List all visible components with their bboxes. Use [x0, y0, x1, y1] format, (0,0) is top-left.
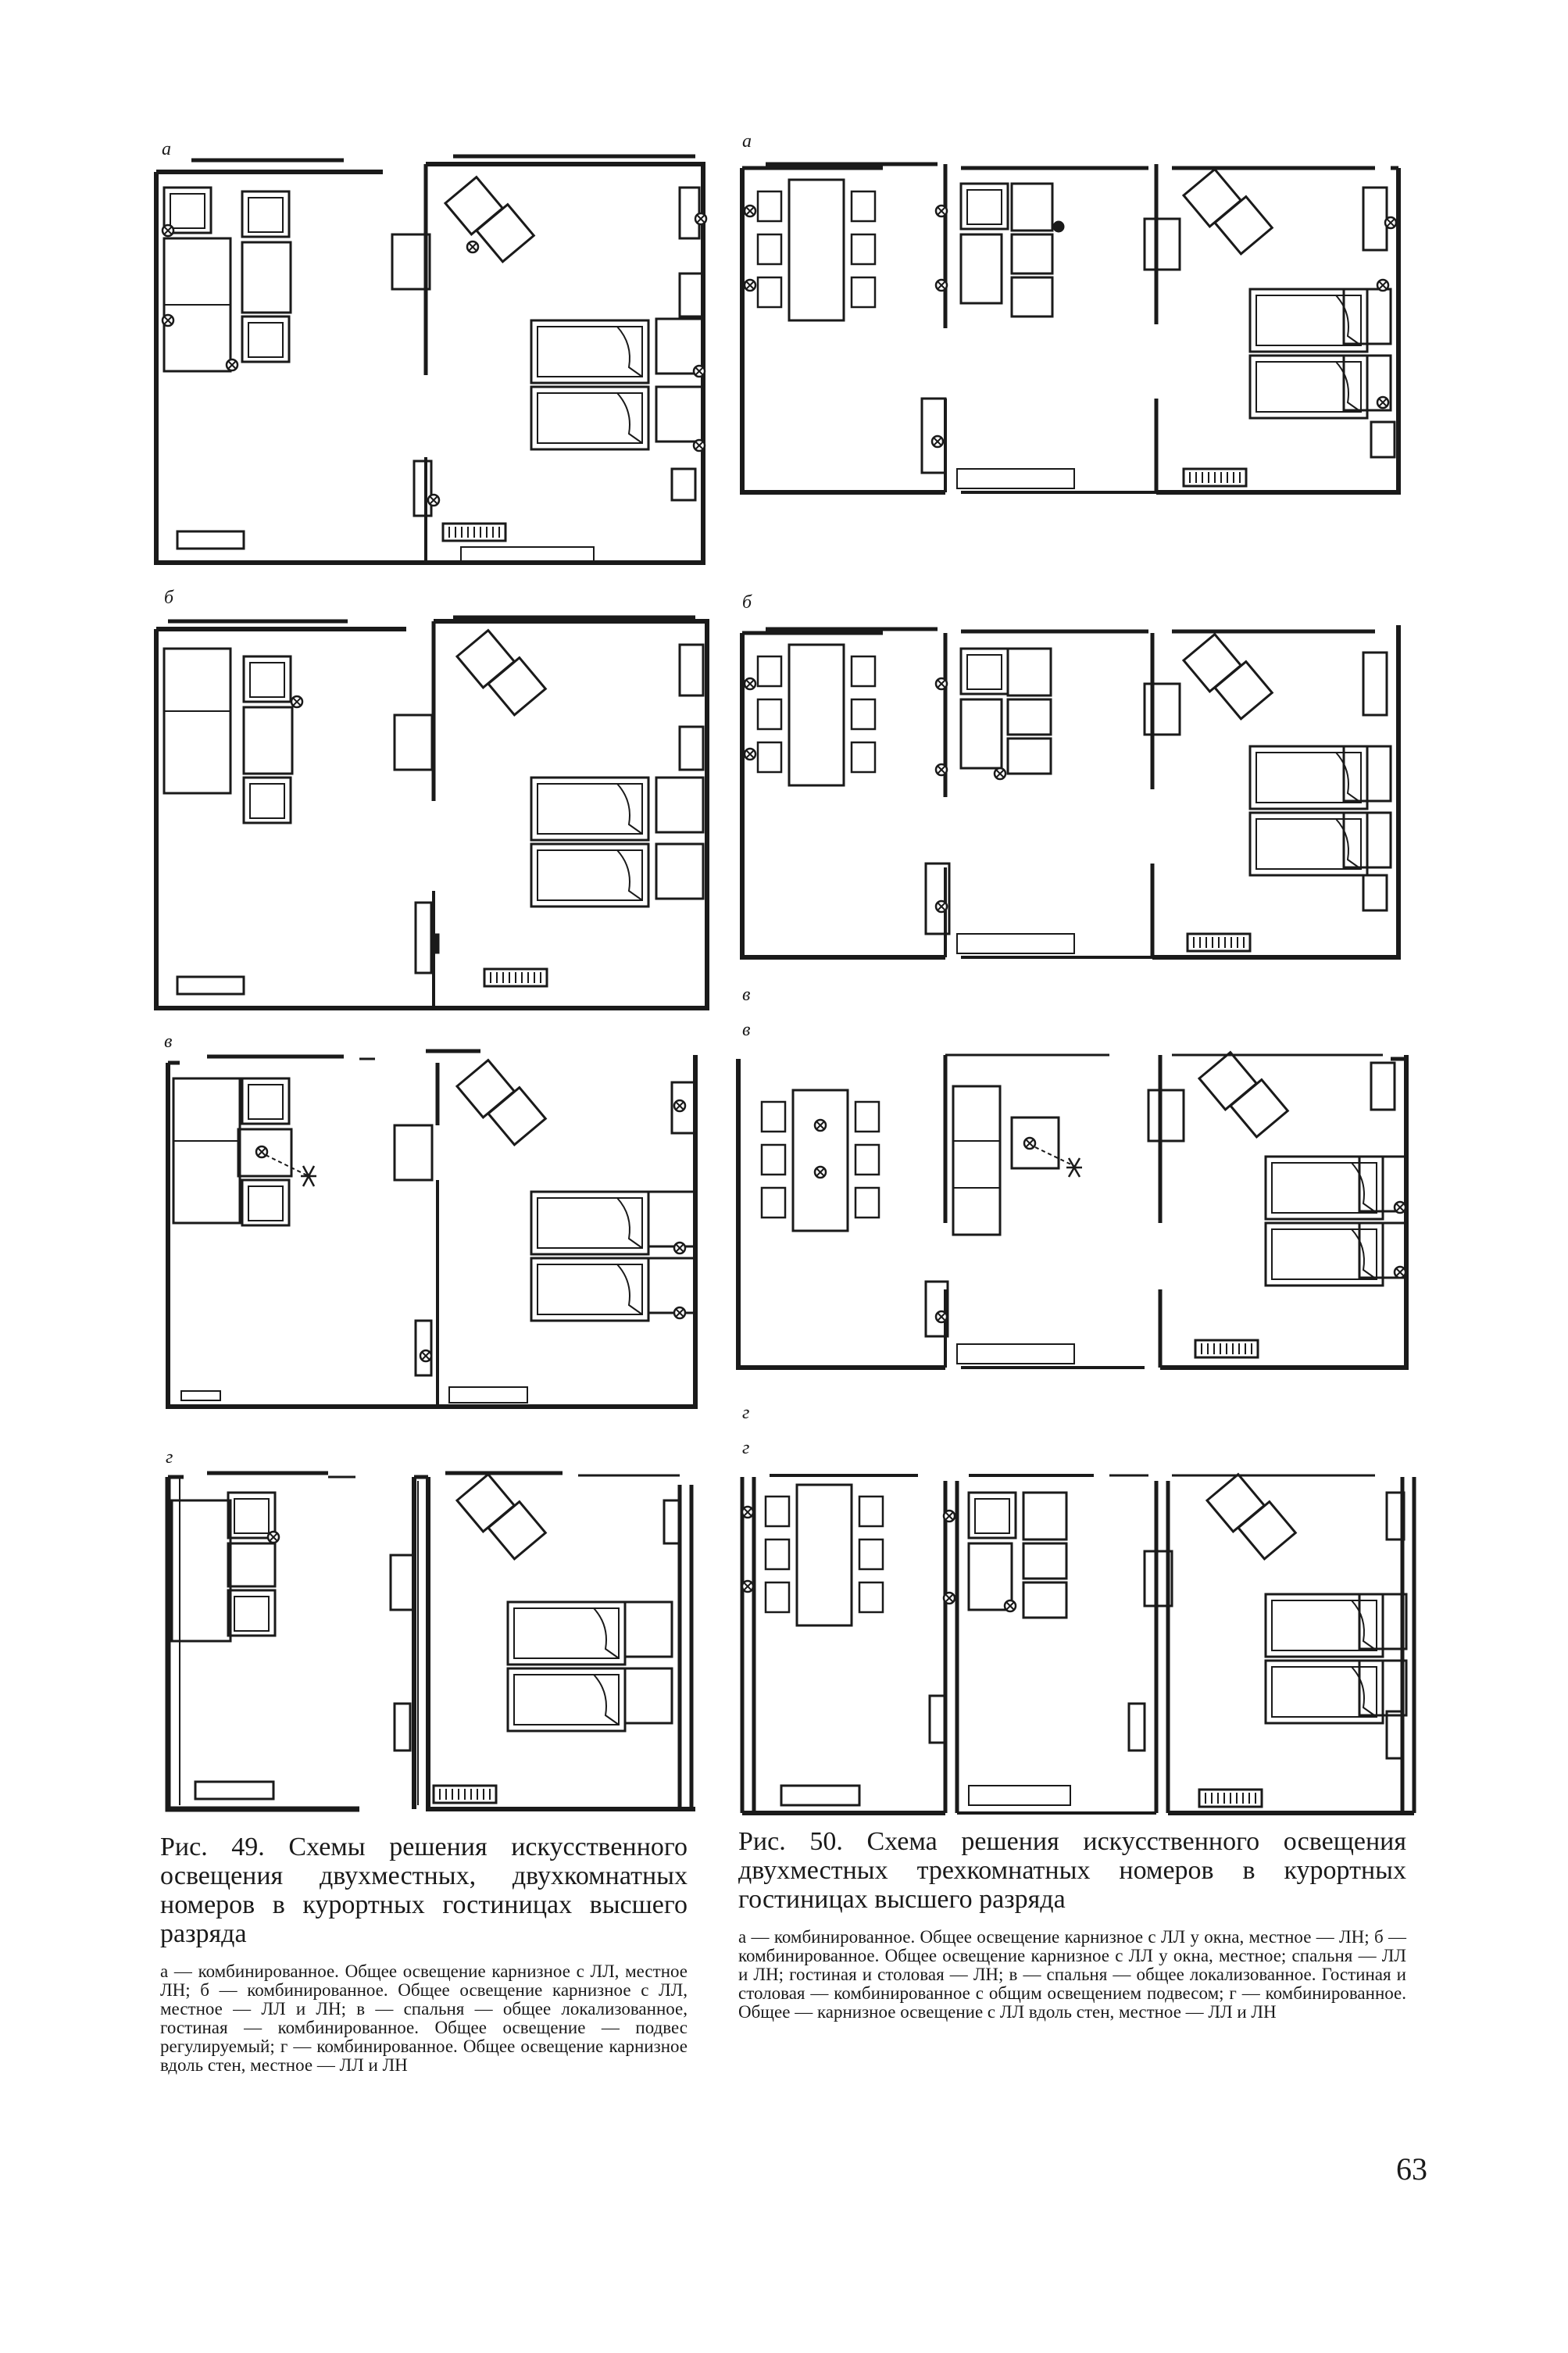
plan-49b [154, 615, 709, 1010]
plan-49a [154, 154, 708, 565]
figure-49-title: Рис. 49. Схемы решения искусственного ос… [160, 1833, 688, 1948]
label-49v: в [164, 1032, 173, 1052]
label-49a: а [162, 139, 171, 159]
plan-50b [740, 625, 1401, 960]
figure-50-description: а — комбинированное. Общее освещение кар… [738, 1927, 1406, 2022]
figure-49-caption: Рис. 49. Схемы решения искусственного ос… [160, 1833, 688, 2075]
figure-50-title: Рис. 50. Схема решения искусственного ос… [738, 1827, 1406, 1914]
plan-49v [166, 1049, 698, 1409]
label-50v: в [742, 985, 751, 1005]
plan-50g [740, 1473, 1416, 1815]
label-50v-2: в [742, 1020, 751, 1040]
label-50b: б [742, 592, 752, 613]
label-49g: г [166, 1447, 173, 1468]
label-50g: г [742, 1403, 750, 1423]
plan-50v [736, 1051, 1409, 1370]
plan-50a [740, 162, 1401, 495]
label-50a: а [742, 131, 752, 152]
figure-50-caption: Рис. 50. Схема решения искусственного ос… [738, 1827, 1406, 2022]
page-number: 63 [1396, 2151, 1427, 2187]
label-50g-2: г [742, 1438, 750, 1458]
plan-49g [165, 1471, 695, 1812]
figure-49-description: а — комбинированное. Общее освещение кар… [160, 1961, 688, 2075]
label-49b: б [164, 588, 174, 608]
